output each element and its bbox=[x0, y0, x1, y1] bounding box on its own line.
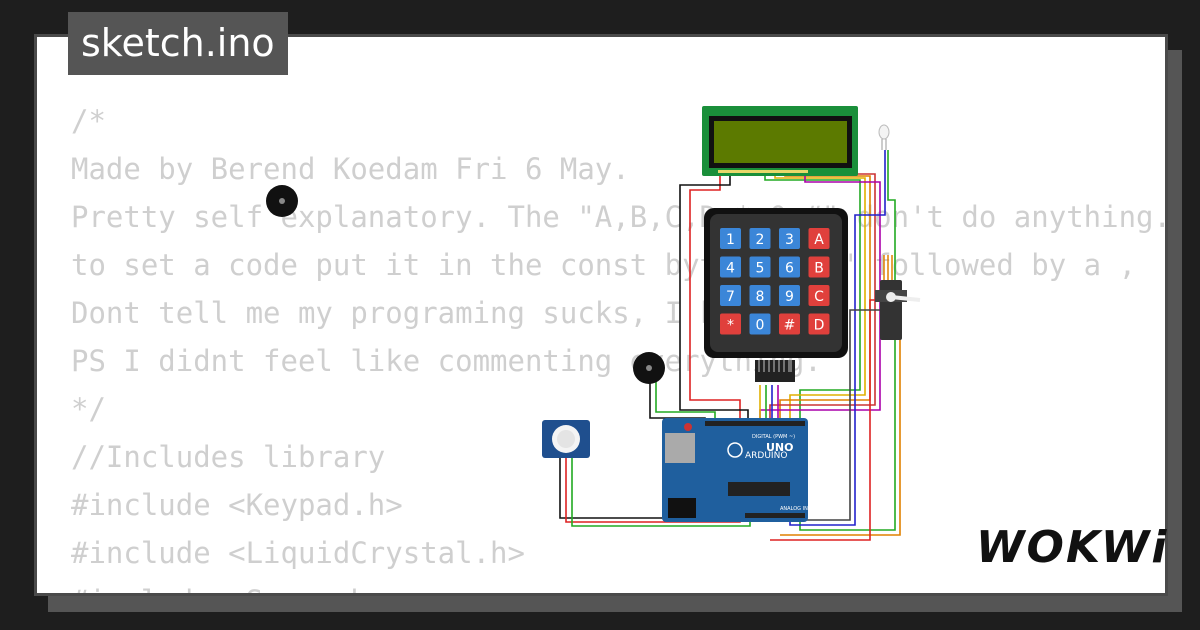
wire bbox=[799, 150, 896, 531]
keypad-key-label: # bbox=[784, 318, 796, 334]
wire bbox=[679, 172, 749, 420]
wire bbox=[689, 172, 741, 420]
keypad-key[interactable] bbox=[779, 256, 800, 278]
keypad-key[interactable] bbox=[720, 285, 741, 306]
keypad-key-label: D bbox=[814, 318, 825, 334]
keypad-key[interactable] bbox=[749, 256, 771, 278]
preview-card: /* Made by Berend Koedam Fri 6 May. Pret… bbox=[34, 34, 1168, 596]
arduino-sublabel: ARDUINO bbox=[745, 451, 787, 461]
pir-sensor[interactable] bbox=[542, 420, 590, 458]
keypad-key[interactable] bbox=[779, 228, 800, 249]
keypad-key[interactable] bbox=[808, 256, 830, 278]
code-line: Made by Berend Koedam Fri 6 May. bbox=[71, 152, 630, 186]
keypad-key[interactable] bbox=[749, 285, 771, 306]
keypad-key-label: 5 bbox=[756, 261, 765, 277]
buzzer[interactable] bbox=[633, 352, 665, 384]
code-line: */ bbox=[71, 392, 106, 426]
keypad-key[interactable] bbox=[720, 256, 741, 278]
keypad-key-label: 7 bbox=[726, 289, 735, 305]
lcd-display[interactable] bbox=[702, 106, 858, 176]
keypad-key[interactable] bbox=[749, 228, 771, 249]
arduino-digital-label: DIGITAL (PWM ~) bbox=[752, 434, 795, 440]
wire bbox=[774, 172, 866, 420]
keypad-key[interactable] bbox=[808, 228, 830, 249]
keypad[interactable]: 1 2 3 A 4 5 6 B 7 8 9 C * 0 # D bbox=[704, 208, 848, 382]
keypad-key-label: 9 bbox=[785, 289, 794, 305]
keypad-key-label: 2 bbox=[756, 232, 765, 248]
keypad-key-label: A bbox=[814, 232, 824, 248]
keypad-key-label: 8 bbox=[756, 289, 765, 305]
keypad-key[interactable] bbox=[779, 285, 800, 306]
wokwi-logo: WOKWi bbox=[976, 522, 1169, 573]
arduino-label: UNO bbox=[766, 441, 794, 454]
keypad-pins bbox=[758, 360, 792, 372]
keypad-keys: 1 2 3 A 4 5 6 B 7 8 9 C * 0 # D bbox=[720, 228, 830, 335]
keypad-key-label: C bbox=[814, 289, 824, 305]
keypad-key-label: 3 bbox=[785, 232, 794, 248]
code-line: Dont tell me my programing sucks, I know… bbox=[71, 296, 787, 330]
code-line: PS I didnt feel like commenting everythi… bbox=[71, 344, 822, 378]
file-tab[interactable]: sketch.ino bbox=[68, 12, 288, 75]
wire bbox=[789, 150, 886, 526]
keypad-key-label: 6 bbox=[785, 261, 794, 277]
keypad-key-label: 1 bbox=[726, 232, 735, 248]
keypad-key[interactable] bbox=[779, 313, 800, 335]
keypad-key[interactable] bbox=[808, 313, 830, 335]
keypad-key-label: 4 bbox=[726, 261, 735, 277]
code-line: /* bbox=[71, 104, 106, 138]
code-line: //Includes library bbox=[71, 440, 386, 474]
keypad-key-label: 0 bbox=[756, 318, 765, 334]
arduino-uno[interactable]: ARDUINO UNO DIGITAL (PWM ~) ANALOG IN bbox=[662, 418, 808, 522]
servo-motor[interactable] bbox=[875, 255, 921, 340]
code-line: #include <LiquidCrystal.h> bbox=[71, 536, 525, 570]
keypad-key-label: B bbox=[814, 261, 824, 277]
keypad-key-label: * bbox=[727, 318, 734, 334]
code-line: #include <Servo.h> bbox=[71, 584, 385, 593]
wire bbox=[559, 458, 670, 519]
code-preview: /* Made by Berend Koedam Fri 6 May. Pret… bbox=[71, 97, 1165, 593]
code-line: #include <Keypad.h> bbox=[71, 488, 403, 522]
arduino-analog-label: ANALOG IN bbox=[780, 506, 808, 512]
arduino-logo-icon bbox=[727, 442, 743, 458]
keypad-key[interactable] bbox=[808, 285, 830, 306]
lcd-pins bbox=[718, 170, 808, 173]
keypad-key[interactable] bbox=[720, 313, 741, 335]
buzzer[interactable] bbox=[266, 185, 298, 217]
keypad-key[interactable] bbox=[720, 228, 741, 249]
led[interactable] bbox=[878, 124, 890, 150]
keypad-key[interactable] bbox=[749, 313, 771, 335]
